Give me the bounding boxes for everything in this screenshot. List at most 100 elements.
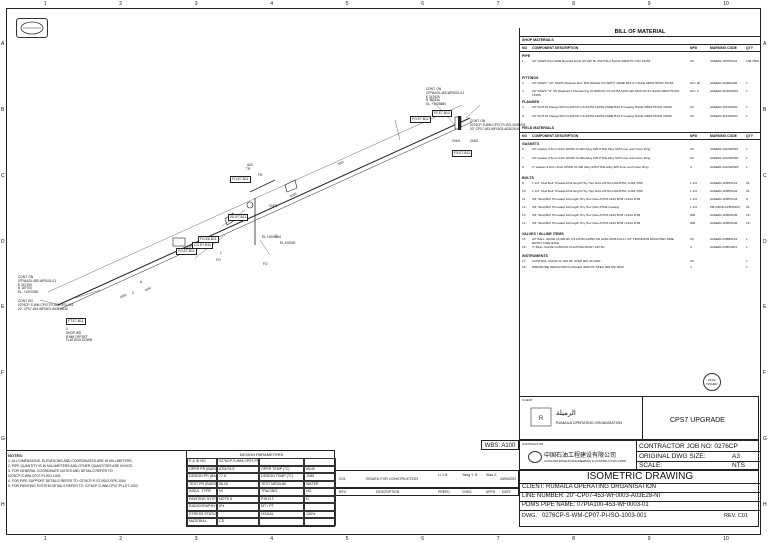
coord-box: EE.E7.B11: [228, 214, 249, 221]
rev-header: REV: [339, 490, 346, 494]
bom-npd: 20: [690, 237, 694, 241]
appd-header: APPD: [486, 490, 496, 494]
bom-qty: 1: [746, 165, 748, 169]
contractor-english-name: CHINA PETROLEUM ENGINEERING & CONSTRUCTI…: [544, 459, 627, 463]
bom-qty: 1: [746, 265, 748, 269]
grid-column-label: 9: [647, 1, 651, 7]
valves-section: VALVES / IN-LINE ITEMS: [522, 232, 564, 236]
grid-column-label: 2: [119, 1, 123, 7]
design-param-value: 77.6: [217, 473, 259, 481]
drawing-type: ISOMETRIC DRAWING: [520, 471, 760, 484]
design-param-value-2: 55/40: [304, 465, 336, 473]
bom-code: A0SE20-1GPW0303: [710, 165, 739, 169]
bom-qty: 1: [746, 114, 748, 118]
design-param-key: RADIOGRAPHY: [187, 503, 217, 511]
main-pipe-line: [57, 117, 471, 306]
prepd-header: PREPD: [438, 490, 450, 494]
bom-no: 6: [522, 147, 524, 151]
rev-approved: Xiao Z.: [486, 473, 498, 477]
title-block: ISOMETRIC DRAWING CLIENT: RUMAILA OPERAT…: [519, 470, 760, 527]
bom-npd: 3: [690, 165, 692, 169]
drawing-frame: [6, 8, 761, 535]
contractor-job-no: CONTRACTOR JOB NO: 0276CP: [639, 443, 738, 450]
grid-column-label: 7: [496, 1, 500, 7]
col-code: MARKING CODE: [710, 134, 737, 138]
notes-block: NOTES: 1. ALL DIMENSIONS, ELEVATIONS AND…: [6, 450, 186, 506]
design-param-key-2: OPER TEMP (°C): [259, 465, 304, 473]
continuation-note-4: CONT ON 0276CP-S-WM-CP07-PI-ISO-1001-001…: [18, 299, 74, 311]
original-size-label: ORIGINAL DWG SIZE:: [639, 453, 706, 460]
design-param-key: OPER PR (BARG): [187, 465, 217, 473]
coord-box: FS.E7.B11: [452, 150, 473, 157]
design-param-key-2: TEST MEDIUM: [259, 480, 304, 488]
col-qty: QTY: [746, 134, 753, 138]
client-name: RUMAILA OPERATING ORGANISATION: [556, 421, 622, 425]
notes-title: NOTES:: [8, 453, 24, 458]
bom-code: A0SE20-1FBH0102: [710, 189, 738, 193]
bom-code: A0SE20-1FBH0106: [710, 221, 738, 225]
item-tag: A: [140, 280, 143, 284]
grid-row-label: B: [763, 106, 767, 113]
grid-row-label: A: [763, 40, 767, 47]
main-pipe-line-outline: [59, 121, 473, 310]
bom-desc: 3/4" Stud Bolt Threaded full length Hvy …: [532, 205, 620, 209]
bom-code: A0SE20-1FFW0102: [710, 114, 738, 118]
coord-box: FO.E7.B12: [410, 116, 431, 123]
design-param-value-2: [304, 518, 336, 526]
bom-qty: 1: [746, 147, 748, 151]
bom-code: A0SE20-1VBB0101: [710, 237, 738, 241]
svg-text:R: R: [539, 416, 544, 422]
bom-no: 3: [522, 89, 524, 93]
bom-qty: 1: [746, 259, 748, 263]
design-param-value-2: 100%: [304, 510, 336, 518]
reducer-symbol: [284, 179, 298, 193]
design-param-key-2: [259, 518, 304, 526]
bom-desc: 1 1/4" Stud Bolt Threaded full length Hv…: [532, 181, 643, 185]
design-param-key-2: [259, 458, 304, 466]
design-param-key: DESIGN PR (BARG): [187, 473, 217, 481]
grid-row-label: E: [1, 304, 5, 311]
bom-qty: 1: [746, 105, 748, 109]
note-line: 2. PIPE QUANTITY IS IN MILLIMETERS AND O…: [8, 464, 133, 468]
bom-npd: 20: [690, 105, 694, 109]
bom-desc: 3" BALL VALVE CL300 RF FLOATING BODY API…: [532, 245, 605, 249]
bom-no: 1: [522, 59, 524, 63]
shop-materials-header: SHOP MATERIALS: [522, 38, 554, 42]
rev-description: ISSUED FOR CONSTRUCTION: [366, 477, 418, 481]
grid-column-label: 7: [496, 536, 500, 542]
grid-row-label: G: [763, 436, 767, 443]
bom-header-row-2: NO COMPONENT DESCRIPTION NPD MARKING COD…: [520, 132, 760, 140]
item-tag: 3: [132, 291, 134, 295]
instruments-section: INSTRUMENTS: [522, 254, 548, 258]
item-tag: CN03: [269, 204, 278, 208]
bom-code: A0SE20-1VBF0201: [710, 245, 738, 249]
continuation-note-2: CONT. ON 0276CP-S-WM-CP07-PI-ISO-1003-00…: [470, 119, 526, 131]
chkd-header: CHKD: [462, 490, 472, 494]
bom-npd: 3: [690, 265, 692, 269]
grid-column-label: 2: [119, 536, 123, 542]
offset-note: 3 SHOP WD 8"MM OFFSET FLAT BOX DOWN: [66, 327, 93, 343]
grid-column-label: 3: [194, 1, 198, 7]
coord-box: FT.E7.B11: [66, 318, 86, 325]
grid-column-label: 10: [723, 536, 729, 542]
col-npd: NPD: [690, 46, 698, 50]
bom-desc: CONTROL VALVE CL 300 RF STEP 900-40-1000: [532, 259, 601, 263]
design-param-key-2: MT / PT: [259, 503, 304, 511]
grid-column-label: 8: [572, 536, 576, 542]
design-param-value: NOTE 5: [217, 495, 259, 503]
bom-desc: 20" Gasket 4.5mm thick SPWD CL300 Alloy …: [532, 147, 651, 151]
bom-desc: 20" Gasket 4.5mm thick SPWD CL300 Alloy …: [532, 156, 651, 160]
contractor-logo: [16, 18, 48, 38]
bom-code: A0SE20-1PPP0101: [710, 59, 738, 63]
col-npd: NPD: [690, 134, 698, 138]
design-param-key: P & ID NO: [187, 458, 217, 466]
scale-label: SCALE:: [639, 462, 663, 469]
design-param-value-2: N: [304, 495, 336, 503]
client-block: CLIENT R الرميلة RUMAILA OPERATING ORGAN…: [519, 396, 759, 441]
bom-no: 17: [522, 259, 526, 263]
field-materials-header: FIELD MATERIALS: [522, 126, 555, 130]
grid-column-label: 4: [270, 1, 274, 7]
bom-no: 7: [522, 156, 524, 160]
rumaila-logo-icon: R: [530, 407, 552, 427]
bill-of-material: BILL OF MATERIAL SHOP MATERIALS NO COMPO…: [519, 28, 760, 396]
